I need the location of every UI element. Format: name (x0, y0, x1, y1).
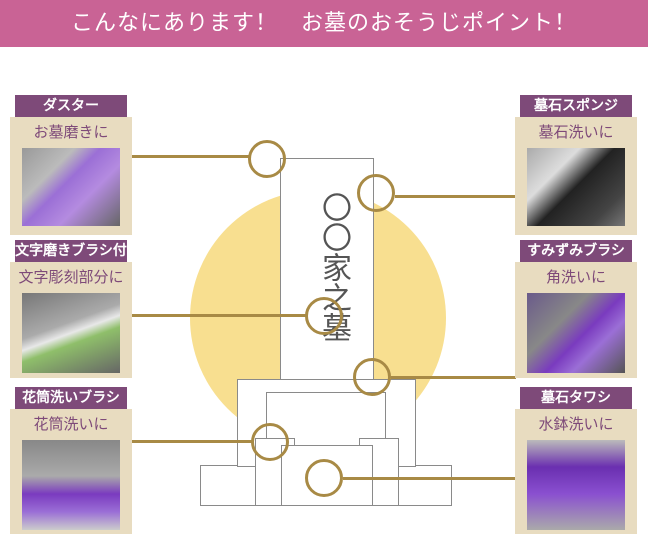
product-photo (22, 148, 120, 226)
product-card-duster[interactable]: ダスター お墓磨きに (10, 95, 132, 235)
product-photo (527, 440, 625, 530)
product-card-letter-brush[interactable]: 文字磨きブラシ付 文字彫刻部分に (10, 240, 132, 378)
product-use: 花筒洗いに (33, 415, 109, 433)
product-use: 文字彫刻部分に (18, 268, 124, 286)
point-marker (305, 459, 343, 497)
product-title: 花筒洗いブラシ (15, 387, 127, 409)
product-photo (527, 148, 625, 226)
connector-line (131, 155, 249, 158)
product-title: 墓石タワシ (520, 387, 632, 409)
point-marker (305, 297, 343, 335)
point-marker (251, 423, 289, 461)
connector-line (120, 314, 306, 317)
connector-line (395, 195, 516, 198)
product-card-vase-brush[interactable]: 花筒洗いブラシ 花筒洗いに (10, 387, 132, 534)
product-use: 角洗いに (545, 268, 606, 286)
product-card-stone-scrubber[interactable]: 墓石タワシ 水鉢洗いに (515, 387, 637, 534)
product-photo (22, 440, 120, 530)
product-title: ダスター (15, 95, 127, 117)
product-photo (527, 293, 625, 373)
connector-line (391, 376, 516, 379)
connector-line (120, 440, 252, 443)
connector-line (343, 477, 516, 480)
page-header: こんなにあります！ お墓のおそうじポイント！ (0, 0, 648, 47)
product-use: 墓石洗いに (538, 123, 614, 141)
product-title: 墓石スポンジ (520, 95, 632, 117)
product-photo (22, 293, 120, 373)
product-card-stone-sponge[interactable]: 墓石スポンジ 墓石洗いに (515, 95, 637, 235)
point-marker (357, 174, 395, 212)
product-use: お墓磨きに (33, 123, 109, 141)
base-right-block (398, 465, 452, 506)
product-title: 文字磨きブラシ付 (15, 240, 127, 262)
product-use: 水鉢洗いに (538, 415, 614, 433)
product-title: すみずみブラシ (520, 240, 632, 262)
product-card-corner-brush[interactable]: すみずみブラシ 角洗いに (515, 240, 637, 378)
base-left-block (200, 465, 256, 506)
point-marker (353, 358, 391, 396)
point-marker (248, 140, 286, 178)
